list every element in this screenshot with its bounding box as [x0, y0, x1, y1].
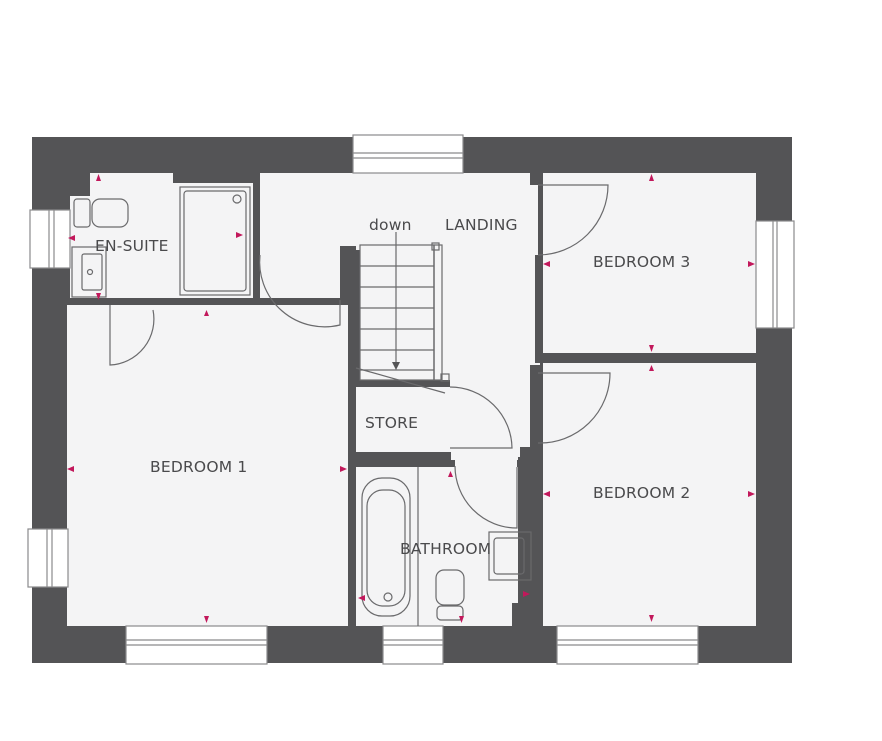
en-suite-toilet — [73, 198, 129, 228]
window-bedroom-2-bottom — [556, 625, 699, 665]
bath — [361, 467, 419, 626]
label-bedroom-3: BEDROOM 3 — [593, 253, 691, 271]
door-bedroom-3 — [537, 184, 609, 256]
window-bedroom-1-bottom — [125, 625, 268, 665]
fixtures — [71, 184, 611, 626]
label-bedroom-1: BEDROOM 1 — [150, 458, 248, 476]
floor-bedroom-2 — [543, 363, 756, 626]
window-bedroom-1-left — [27, 528, 69, 588]
window-bedroom-3-right — [755, 220, 795, 329]
bathroom-basin — [488, 531, 532, 581]
floor-bedroom-3 — [543, 173, 756, 353]
floor-store — [355, 386, 443, 452]
label-stairs-down: down — [369, 216, 412, 234]
en-suite-shower — [179, 186, 251, 296]
window-landing-top — [352, 134, 464, 174]
stairs-arrow-head — [392, 362, 400, 370]
floor-bathroom — [356, 466, 518, 626]
door-bedroom-2 — [537, 372, 611, 444]
floor-en-suite — [70, 173, 253, 302]
window-bathroom-bottom — [382, 625, 444, 665]
label-bathroom: BATHROOM — [400, 540, 492, 558]
windows — [27, 134, 795, 665]
dimension-markers — [67, 174, 755, 623]
label-en-suite: EN-SUITE — [95, 237, 169, 255]
door-bathroom — [454, 465, 518, 529]
label-landing: LANDING — [445, 216, 518, 234]
floor-bathroom-extra — [443, 452, 518, 466]
door-bedroom-1 — [259, 254, 341, 328]
bathroom-toilet — [435, 569, 465, 621]
floor-store-door — [443, 386, 513, 452]
label-store: STORE — [365, 414, 419, 432]
floor-bedroom-1 — [67, 305, 348, 626]
door-en-suite — [109, 305, 155, 366]
door-store — [449, 386, 513, 449]
staircase — [355, 232, 450, 394]
floor-areas — [67, 173, 756, 626]
en-suite-basin — [71, 246, 107, 298]
window-en-suite-left — [29, 209, 71, 269]
label-bedroom-2: BEDROOM 2 — [593, 484, 691, 502]
interior-walls — [70, 172, 756, 627]
